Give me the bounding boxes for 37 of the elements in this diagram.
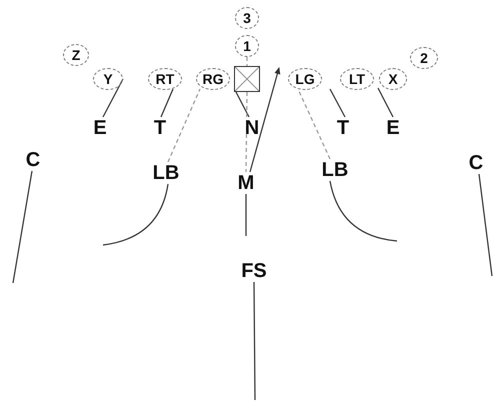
player-circle: X: [379, 68, 407, 90]
assignment-line: [235, 92, 250, 118]
assignment-line: [329, 88, 346, 118]
player-circle: RG: [196, 68, 230, 90]
route-line: [478, 174, 493, 276]
assignment-line: [249, 67, 280, 172]
route-line: [102, 184, 169, 246]
defender-label: M: [235, 172, 257, 194]
defender-label: E: [91, 117, 109, 139]
assignment-line: [102, 78, 124, 118]
defender-label: C: [24, 149, 42, 171]
player-circle: LG: [288, 68, 322, 90]
ball-square: [234, 66, 260, 92]
defender-label: C: [467, 152, 485, 174]
defender-label: LB: [320, 159, 350, 181]
assignment-line: [245, 92, 248, 172]
player-circle: RT: [148, 68, 182, 90]
defender-label: N: [242, 117, 262, 139]
defender-label: T: [151, 117, 169, 139]
defender-label: LB: [151, 162, 181, 184]
defender-label: E: [384, 117, 402, 139]
route-line: [245, 194, 247, 236]
assignment-line: [246, 57, 248, 66]
route-line: [12, 170, 33, 284]
route-line: [253, 282, 256, 400]
assignment-line: [167, 88, 201, 162]
player-circle: Z: [63, 44, 89, 66]
player-circle: Y: [93, 68, 123, 90]
route-line: [329, 180, 398, 242]
player-circle: 1: [235, 35, 259, 57]
assignment-line: [297, 88, 331, 160]
defender-label: FS: [240, 260, 268, 282]
player-circle: 2: [410, 47, 438, 69]
player-circle: 3: [235, 7, 259, 29]
player-circle: LT: [340, 68, 374, 90]
assignment-line: [160, 88, 174, 118]
defender-label: T: [334, 117, 352, 139]
